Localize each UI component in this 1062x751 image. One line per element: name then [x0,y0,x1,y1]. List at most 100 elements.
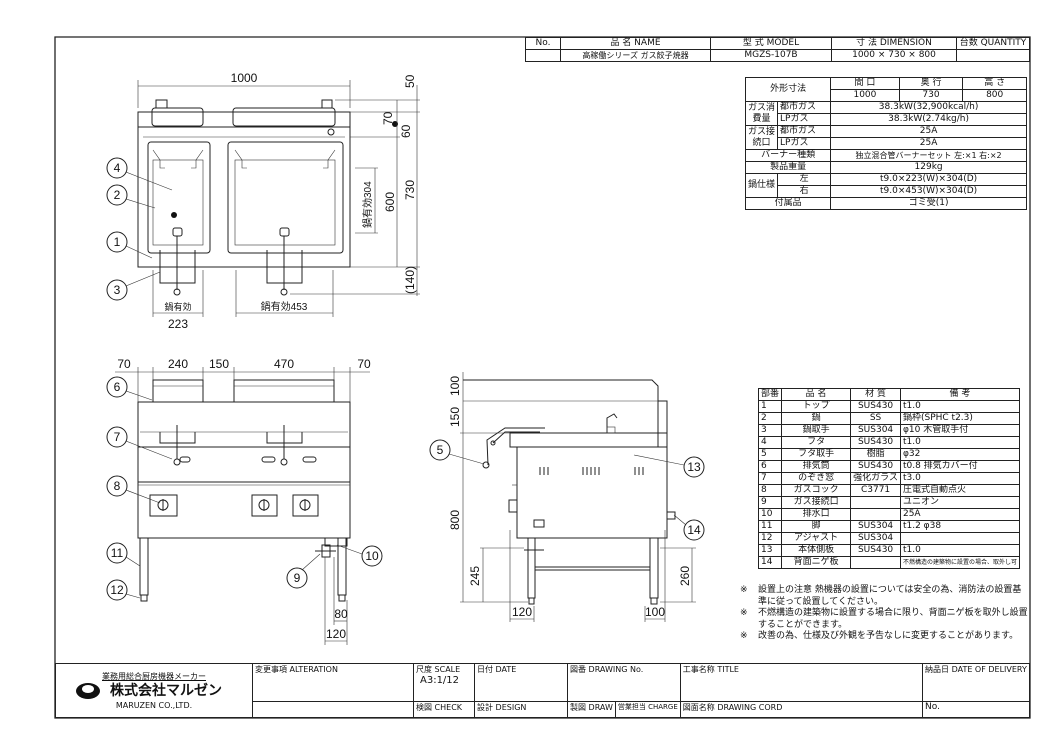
depth-label: 奥 行 [898,77,964,90]
quantity-value [956,49,1030,62]
gas-cock-knobs [149,494,319,517]
alteration-value [252,700,414,719]
note-item: ※設置上の注意 熱機器の設置については安全の為、消防法の設置基準に従って設置して… [740,585,1030,608]
part-remarks: t1.0 [899,400,1021,413]
part-number: 9 [757,496,783,509]
callout-14: 14 [673,514,705,541]
model-value: MGZS-107B [710,49,832,62]
connection-lp: 25A [830,137,1027,150]
burner-value: 独立混合管バーナーセット 左:×1 右:×2 [830,149,1027,162]
part-remarks: ユニオン [899,496,1021,509]
drawing-cord-label: 図面名称 DRAWING CORD [679,700,924,719]
accessory-value: ゴミ受(1) [830,197,1027,210]
part-remarks: t1.2 φ38 [899,520,1021,533]
weight-value: 129kg [830,161,1027,174]
side-view: 100 150 800 245 260 120 100 5 13 14 [429,372,705,622]
svg-text:13: 13 [687,460,701,474]
part-name: 排気筒 [781,460,852,473]
pot-left-label: 左 [777,173,832,186]
note-item: ※改善の為、仕様及び外観を予告なしに変更することがあります。 [740,631,1030,643]
callout-9: 9 [286,553,321,589]
part-material [850,508,901,521]
plan-view: 1000 50 70 60 730 600 鍋有効304 (140) 鍋有効 2… [106,71,420,331]
header-block: No. 品 名 NAME 型 式 MODEL 寸 法 DIMENSION 台数 … [525,37,1030,62]
connection-city: 25A [830,125,1027,138]
lp-gas-label: LPガス [777,113,832,126]
pot-right-label: 右 [777,185,832,198]
svg-text:14: 14 [687,523,701,537]
svg-text:鍋有効453: 鍋有効453 [261,300,308,313]
side-vents [539,467,644,475]
part-number: 6 [757,460,783,473]
part-number: 10 [757,508,783,521]
check-label: 検図 CHECK [413,700,475,719]
svg-text:1000: 1000 [231,71,258,85]
part-material: 強化ガラス [850,472,901,485]
part-name: ガス接続口 [781,496,852,509]
svg-text:120: 120 [326,627,346,641]
part-material: SS [850,412,901,425]
part-name: トップ [781,400,852,413]
draw-label: 製図 DRAW [568,701,616,717]
callout-5: 5 [429,439,485,465]
svg-text:2: 2 [114,188,121,202]
part-material: SUS304 [850,532,901,545]
note-mark: ※ [740,608,748,618]
dimension-value: 1000 × 730 × 800 [831,49,957,62]
lp-gas-label: LPガス [777,137,832,150]
svg-text:6: 6 [114,380,121,394]
city-gas-label: 都市ガス [777,101,832,114]
design-label: 設計 DESIGN [474,700,568,719]
svg-text:80: 80 [334,607,348,621]
callout-8: 8 [106,475,161,504]
svg-text:7: 7 [114,430,121,444]
col-header: 品 名 [781,388,852,401]
callout-6: 6 [106,376,153,401]
col-header: 材 質 [850,388,901,401]
lid-left [151,107,204,127]
part-number: 2 [757,412,783,425]
callout-11: 11 [106,542,141,567]
part-material: C3771 [850,484,901,497]
pot-frame-right [227,141,344,254]
no-label: No. [525,37,561,50]
accessory-label: 付属品 [744,197,832,210]
svg-text:150: 150 [209,357,229,371]
svg-text:800: 800 [448,510,462,530]
pot-frame-left [147,141,211,254]
svg-text:3: 3 [114,283,121,297]
part-remarks: t1.0 [899,544,1021,557]
part-number: 5 [757,448,783,461]
callout-7: 7 [106,426,173,460]
part-remarks: 鍋枠(SPHC t2.3) [899,412,1021,425]
spec-table: 外形寸法 間 口 奥 行 高 さ 1000 730 800 ガス消費量 都市ガス… [744,77,1027,210]
svg-text:70: 70 [381,111,395,125]
company-name-en: MARUZEN CO.,LTD. [115,700,193,710]
part-remarks [899,532,1021,545]
note-text: 改善の為、仕様及び外観を予告なしに変更することがあります。 [758,631,1019,641]
delivery-label: 納品日 DATE OF DELIVERY [922,663,1030,702]
title-block: 業務用総合厨房機器メーカー 株式会社マルゼン MARUZEN CO.,LTD. … [55,663,1030,719]
gas-consumption-label: ガス消費量 [744,101,779,126]
pot-right-value: t9.0×453(W)×304(D) [830,185,1027,198]
burner-label: バーナー種類 [744,149,832,162]
part-name: アジャスト [781,532,852,545]
svg-text:730: 730 [403,180,417,200]
part-material: SUS430 [850,436,901,449]
svg-text:100: 100 [645,605,665,619]
svg-text:5: 5 [437,443,444,457]
front-view: 80 120 70 240 150 470 70 6 7 8 11 12 9 1… [106,357,383,645]
part-material: SUS304 [850,520,901,533]
consumption-lp: 38.3kW(2.74kg/h) [830,113,1027,126]
callout-4: 4 [106,157,173,191]
svg-text:470: 470 [274,357,294,371]
part-remarks: t1.0 [899,436,1021,449]
part-number: 4 [757,436,783,449]
